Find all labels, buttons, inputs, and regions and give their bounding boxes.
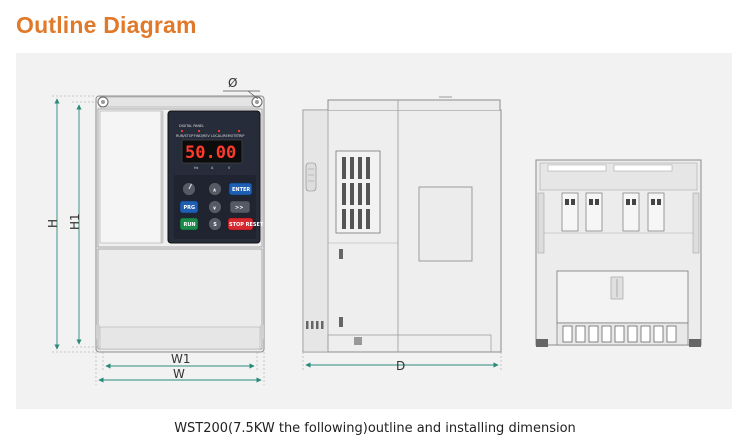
bottom-view xyxy=(535,159,702,347)
unit-v: V xyxy=(228,166,231,170)
svg-text:∨: ∨ xyxy=(213,206,217,212)
hole-diameter-label: Ø xyxy=(228,76,237,90)
up-button[interactable]: ∧ xyxy=(208,182,222,196)
unit-a: A xyxy=(211,166,214,170)
outline-diagram: DIGITAL PANEL RUN/STOP FWD/REV LOCAL/REM… xyxy=(16,53,732,409)
s-button[interactable]: S xyxy=(208,217,222,231)
panel-label: DIGITAL PANEL xyxy=(179,124,204,128)
shift-button[interactable]: >> xyxy=(229,200,251,214)
enter-button[interactable]: ENTER xyxy=(228,182,253,196)
svg-text:RUN: RUN xyxy=(184,222,196,228)
front-view: DIGITAL PANEL RUN/STOP FWD/REV LOCAL/REM… xyxy=(46,76,265,385)
stop-reset-button[interactable]: STOP RESET xyxy=(227,217,264,231)
svg-text:STOP RESET: STOP RESET xyxy=(229,222,264,228)
svg-text:PRG: PRG xyxy=(184,205,196,211)
width-inner-dimension: W1 xyxy=(102,352,258,371)
indicator-run-stop: RUN/STOP xyxy=(176,134,193,138)
svg-text:>>: >> xyxy=(235,205,243,211)
width-label: W xyxy=(173,367,185,381)
lcd-display xyxy=(181,139,243,164)
page-title: Outline Diagram xyxy=(16,12,197,38)
depth-label: D xyxy=(396,359,405,373)
height-label: H xyxy=(46,219,60,228)
svg-text:ENTER: ENTER xyxy=(232,187,250,193)
height-inner-label: H1 xyxy=(68,213,82,230)
width-inner-label: W1 xyxy=(171,352,191,366)
indicator-trip: TRIP xyxy=(236,134,244,138)
side-view: D xyxy=(302,96,502,373)
knob-button[interactable] xyxy=(182,182,196,196)
svg-text:∧: ∧ xyxy=(213,188,217,194)
indicator-fwd-rev: FWD/REV xyxy=(194,134,211,138)
down-button[interactable]: ∨ xyxy=(208,200,222,214)
diagram-canvas: DIGITAL PANEL RUN/STOP FWD/REV LOCAL/REM… xyxy=(46,76,702,385)
prg-button[interactable]: PRG xyxy=(179,200,199,214)
diagram-caption: WST200(7.5KW the following)outline and i… xyxy=(174,421,576,436)
depth-dimension: D xyxy=(302,352,502,373)
lcd-value: 50.00 xyxy=(185,143,236,163)
indicator-local-remote: LOCAL/REMOTE xyxy=(211,134,237,138)
svg-text:S: S xyxy=(213,222,217,228)
keypad: DIGITAL PANEL RUN/STOP FWD/REV LOCAL/REM… xyxy=(167,110,264,244)
height-dimension: H xyxy=(46,95,96,353)
terminal-blocks xyxy=(540,192,697,234)
width-dimension: W xyxy=(95,352,265,385)
run-button[interactable]: RUN xyxy=(179,217,199,231)
height-inner-dimension: H1 xyxy=(68,101,98,348)
unit-hz: Hz xyxy=(194,166,199,170)
label-plate xyxy=(418,186,473,262)
